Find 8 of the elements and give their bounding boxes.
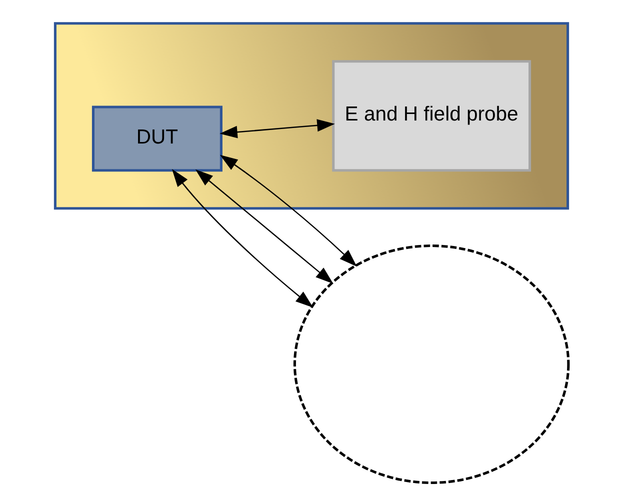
arrow [172,169,314,308]
cluster [54,22,570,210]
arrow [195,169,334,284]
node-box: E and H field probe [332,60,532,172]
arrow [220,154,357,267]
node-box: DUT [92,106,222,172]
node-ellipse [293,244,570,484]
arrow [220,119,335,138]
